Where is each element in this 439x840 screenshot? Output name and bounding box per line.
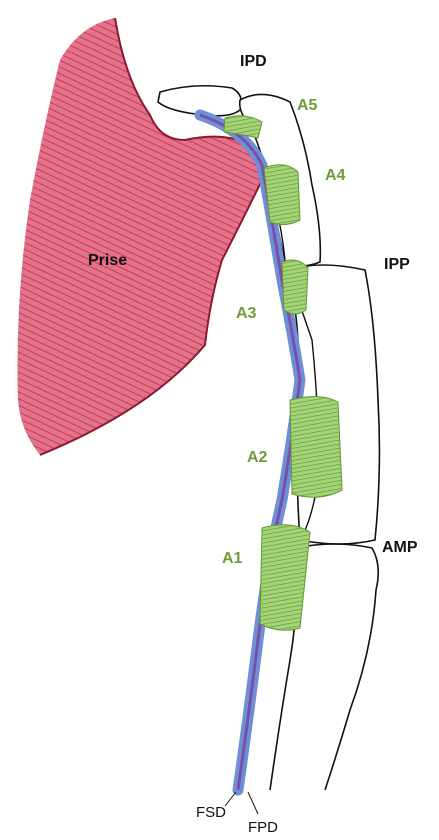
- ipd-label: IPD: [240, 53, 267, 70]
- pulley-a4: [264, 165, 300, 225]
- ipp-label: IPP: [384, 256, 410, 273]
- a1-label: A1: [222, 550, 243, 567]
- a3-label: A3: [236, 305, 257, 322]
- fpd-label: FPD: [248, 819, 278, 836]
- amp-label: AMP: [382, 539, 418, 556]
- hold-shape: [18, 18, 265, 455]
- fsd-label: FSD: [196, 804, 226, 821]
- fpd-leader: [248, 792, 258, 814]
- a5-label: A5: [297, 97, 318, 114]
- fsd-leader: [225, 792, 236, 806]
- a2-label: A2: [247, 449, 268, 466]
- metacarpal: [295, 544, 378, 790]
- pulley-a3: [282, 260, 308, 314]
- a4-label: A4: [325, 167, 346, 184]
- pulley-a1: [260, 525, 310, 630]
- pulley-a2: [290, 396, 342, 497]
- hold-label: Prise: [88, 252, 127, 269]
